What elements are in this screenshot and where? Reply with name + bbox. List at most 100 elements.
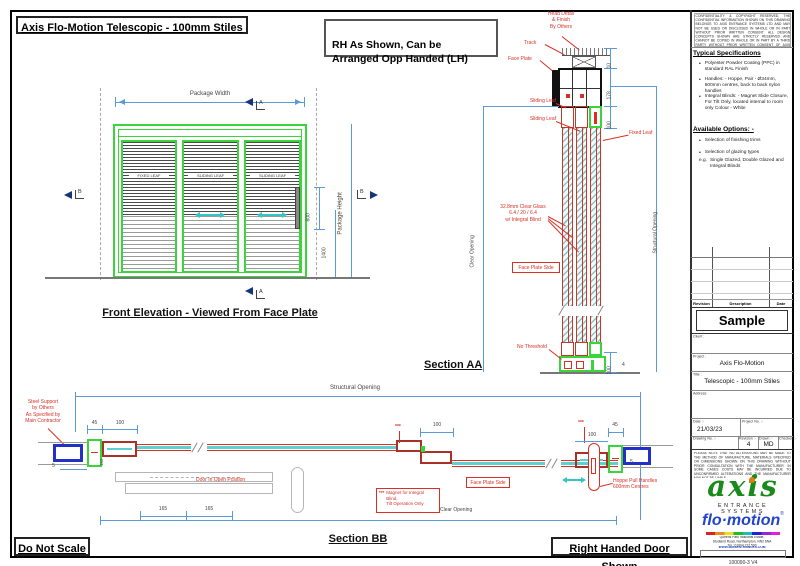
section-aa-caption: Section AA xyxy=(424,359,483,371)
right-handed-box: Right Handed Door Shown xyxy=(551,537,688,566)
section-arrow-a-top-icon xyxy=(245,98,253,106)
threshold-profile xyxy=(559,356,606,372)
dim-tick xyxy=(115,97,116,107)
leaf-label: SLIDING LEAF xyxy=(250,173,295,178)
flo-motion-text: flo·motion xyxy=(702,512,781,529)
blind-slats xyxy=(184,142,237,216)
titleblock-vline xyxy=(740,418,741,436)
dim-tick xyxy=(604,106,617,107)
head-internal-line xyxy=(560,88,600,89)
dim-tick xyxy=(604,128,617,129)
leaf-top-rail-fixed xyxy=(589,106,602,128)
interlock-green-clip xyxy=(421,446,425,452)
available-options-heading: Available Options: - xyxy=(693,126,754,133)
face-plate-bar xyxy=(552,70,558,106)
panel-divider xyxy=(690,10,692,556)
option-item-eg: e.g. Single Glazed, Double Glazed and In… xyxy=(699,158,791,170)
sheet-border xyxy=(10,10,794,558)
dim-tick xyxy=(75,392,76,432)
structural-opening-label: Structural Opening xyxy=(652,211,659,254)
spec-item: • Integral Blinds: - Magnet Slide Closur… xyxy=(699,94,791,113)
wall-line xyxy=(38,464,88,465)
leaf-panel-sliding-2: SLIDING LEAF xyxy=(244,140,301,273)
stile-inner xyxy=(107,448,132,450)
leaf-bottom-rail xyxy=(561,342,574,356)
project-no-label: Project No. :- xyxy=(742,420,764,424)
steel-support-label: Steel Support by Others As Specified by … xyxy=(25,399,61,424)
dim-label-600: 600 xyxy=(305,213,312,222)
section-arrow-a-bottom-icon xyxy=(245,287,253,295)
magnet-note-box: *** Magnet for Integral Blind, Tilt Oper… xyxy=(376,488,440,513)
dim-line-1400 xyxy=(335,210,336,277)
drawing-no-label: Drawing No. :- xyxy=(693,437,717,441)
jamb-inner-line xyxy=(91,452,98,453)
ground-line xyxy=(45,277,370,279)
client-label: Client : xyxy=(693,335,705,339)
glass-leaf xyxy=(562,128,573,306)
elevation-dashed-line-left xyxy=(100,88,101,280)
titleblock-vline xyxy=(738,436,739,449)
wall-line xyxy=(38,442,88,443)
section-marker-a: A xyxy=(259,289,263,295)
dim-tick xyxy=(604,352,617,353)
dim-label-100-right: 100 xyxy=(587,432,597,438)
clear-opening-label: Clear Opening xyxy=(469,235,476,268)
registered-mark-icon: ® xyxy=(780,511,784,517)
threshold-cell xyxy=(591,360,594,370)
leaf-bottom-rail xyxy=(575,342,588,356)
confidentiality-box: CONFIDENTIALITY & COPYRIGHT RESERVED. TH… xyxy=(694,13,791,47)
roller-detail xyxy=(566,94,570,98)
dim-tick xyxy=(100,516,101,525)
glass-leaf xyxy=(576,128,587,306)
head-rail-line xyxy=(118,136,302,137)
dim-label-10: 10 xyxy=(606,62,613,69)
dim-tick xyxy=(623,428,624,437)
rev-header-description: Description xyxy=(729,301,752,306)
leader-line xyxy=(399,431,400,443)
table-hline xyxy=(691,269,793,270)
elevation-dashed-line-right xyxy=(316,88,317,280)
structural-opening-label-bb: Structural Opening xyxy=(329,385,381,391)
spec-text: Polyester Powder Coating (PPC) in standa… xyxy=(704,61,780,73)
rev-header-date: Date xyxy=(776,301,786,306)
confidentiality-text: CONFIDENTIALITY & COPYRIGHT RESERVED. TH… xyxy=(695,14,791,47)
marker-bracket xyxy=(256,101,265,110)
titleblock-hline xyxy=(691,353,793,354)
track-label: Track xyxy=(524,40,537,46)
package-height-dim-line xyxy=(351,124,352,277)
stars-right: *** xyxy=(578,420,584,426)
dim-tick xyxy=(87,425,88,434)
dim-label-100-mid: 100 xyxy=(432,422,442,428)
threshold-cell xyxy=(576,361,584,369)
sample-stamp: Sample xyxy=(718,313,766,328)
dim-line xyxy=(610,352,611,372)
blind-slats xyxy=(246,216,299,271)
dim-tick xyxy=(232,511,233,521)
revision-label: Revision :- xyxy=(739,437,757,441)
fixed-leaf-label: Fixed Leaf xyxy=(629,130,653,136)
marker-bracket xyxy=(256,290,265,299)
handing-note: RH As Shown, Can be Arranged Opp Handed … xyxy=(332,39,468,66)
project-value: Axis Flo-Motion xyxy=(719,360,765,367)
eg-marker: e.g. xyxy=(699,158,708,163)
leaf-label: SLIDING LEAF xyxy=(188,173,233,178)
dim-line-600 xyxy=(319,187,320,229)
alterations-note-box: PLEASE NOTE THAT NO ALTERATIONS MAY BE M… xyxy=(694,452,791,478)
package-width-label: Package Width xyxy=(189,91,231,97)
roller-detail xyxy=(580,94,584,98)
sheet-title: Axis Flo-Motion Telescopic - 100mm Stile… xyxy=(21,22,243,34)
section-marker-b: B xyxy=(78,189,82,195)
head-detail-label: Head Detail & Finish By Others xyxy=(547,11,575,30)
section-arrow-b-left-icon xyxy=(64,191,72,199)
glass-leaf xyxy=(576,316,587,342)
bullet-icon: • xyxy=(699,77,701,83)
ghost-handle xyxy=(291,467,304,513)
flo-motion-logo: flo·motion® xyxy=(696,511,790,530)
spec-text: Handles: - Hoppe, Pair - Ø34mm, 600mm ce… xyxy=(704,77,781,95)
interlock-profile-b xyxy=(420,451,452,464)
titleblock-hline xyxy=(691,449,793,450)
address-label: Address: xyxy=(693,392,708,396)
hoppe-handle xyxy=(588,443,600,491)
revision-value: 4 xyxy=(746,441,751,448)
glass-leaf xyxy=(590,128,601,306)
